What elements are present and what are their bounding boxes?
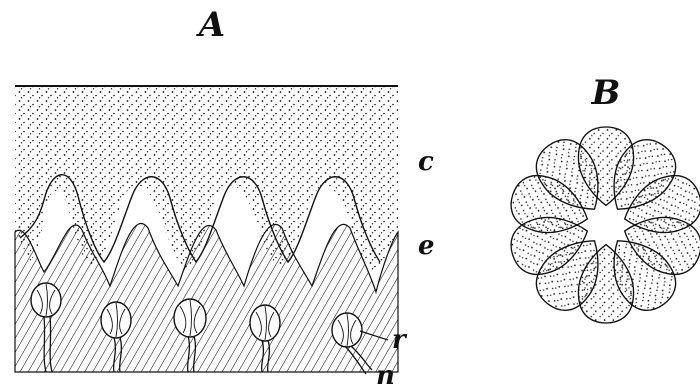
receptor-bulb <box>31 283 61 317</box>
rosette-center <box>588 207 624 243</box>
receptor-bulb <box>250 305 280 341</box>
receptor-bulb <box>332 313 362 347</box>
label-cortex: c <box>418 147 434 177</box>
label-nerve: n <box>376 361 395 387</box>
label-receptor: r <box>392 325 408 355</box>
label-epithelium: e <box>418 231 435 261</box>
panel-b: B <box>504 73 700 323</box>
panel-a-title: A <box>196 5 225 45</box>
cell-rosette <box>504 127 700 323</box>
receptor-bulb <box>174 299 206 337</box>
epithelium-band <box>15 224 398 372</box>
panel-a: A <box>15 5 435 387</box>
panel-b-title: B <box>591 73 621 113</box>
receptor-bulb <box>101 302 131 338</box>
